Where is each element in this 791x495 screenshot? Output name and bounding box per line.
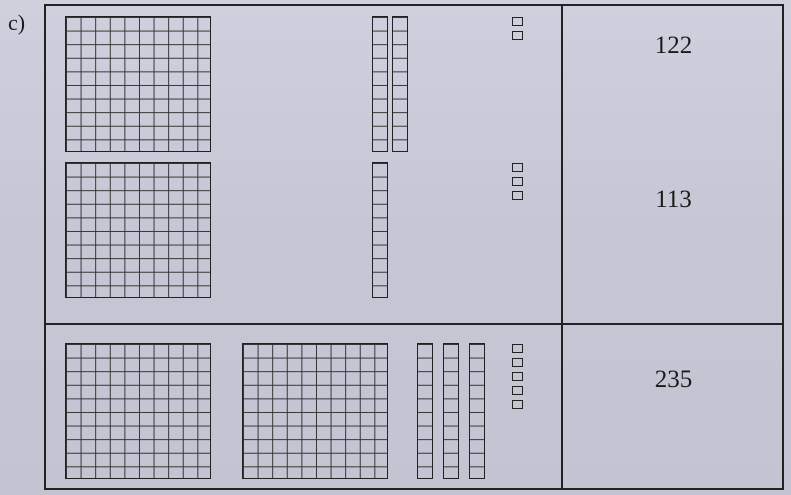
ten-rod	[372, 16, 388, 152]
ten-rod	[392, 16, 408, 152]
hundred-block	[65, 16, 211, 152]
place-value-table: 122 113 235	[44, 4, 784, 490]
unit-cube	[512, 344, 523, 353]
row-divider	[46, 323, 782, 325]
exercise-label: c)	[8, 10, 25, 36]
unit-cube	[512, 177, 523, 186]
unit-cube	[512, 17, 523, 26]
unit-cube	[512, 31, 523, 40]
ten-rod	[372, 162, 388, 298]
unit-cube	[512, 191, 523, 200]
ten-rod	[417, 343, 433, 479]
hundred-block	[65, 343, 211, 479]
unit-cube	[512, 386, 523, 395]
number-235: 235	[563, 366, 784, 394]
hundred-block	[65, 162, 211, 298]
hundred-block	[242, 343, 388, 479]
unit-cube	[512, 163, 523, 172]
ten-rod	[443, 343, 459, 479]
unit-cube	[512, 400, 523, 409]
unit-cube	[512, 372, 523, 381]
number-113: 113	[563, 186, 784, 214]
unit-cube	[512, 358, 523, 367]
number-122: 122	[563, 32, 784, 60]
column-divider	[561, 6, 563, 488]
ten-rod	[469, 343, 485, 479]
